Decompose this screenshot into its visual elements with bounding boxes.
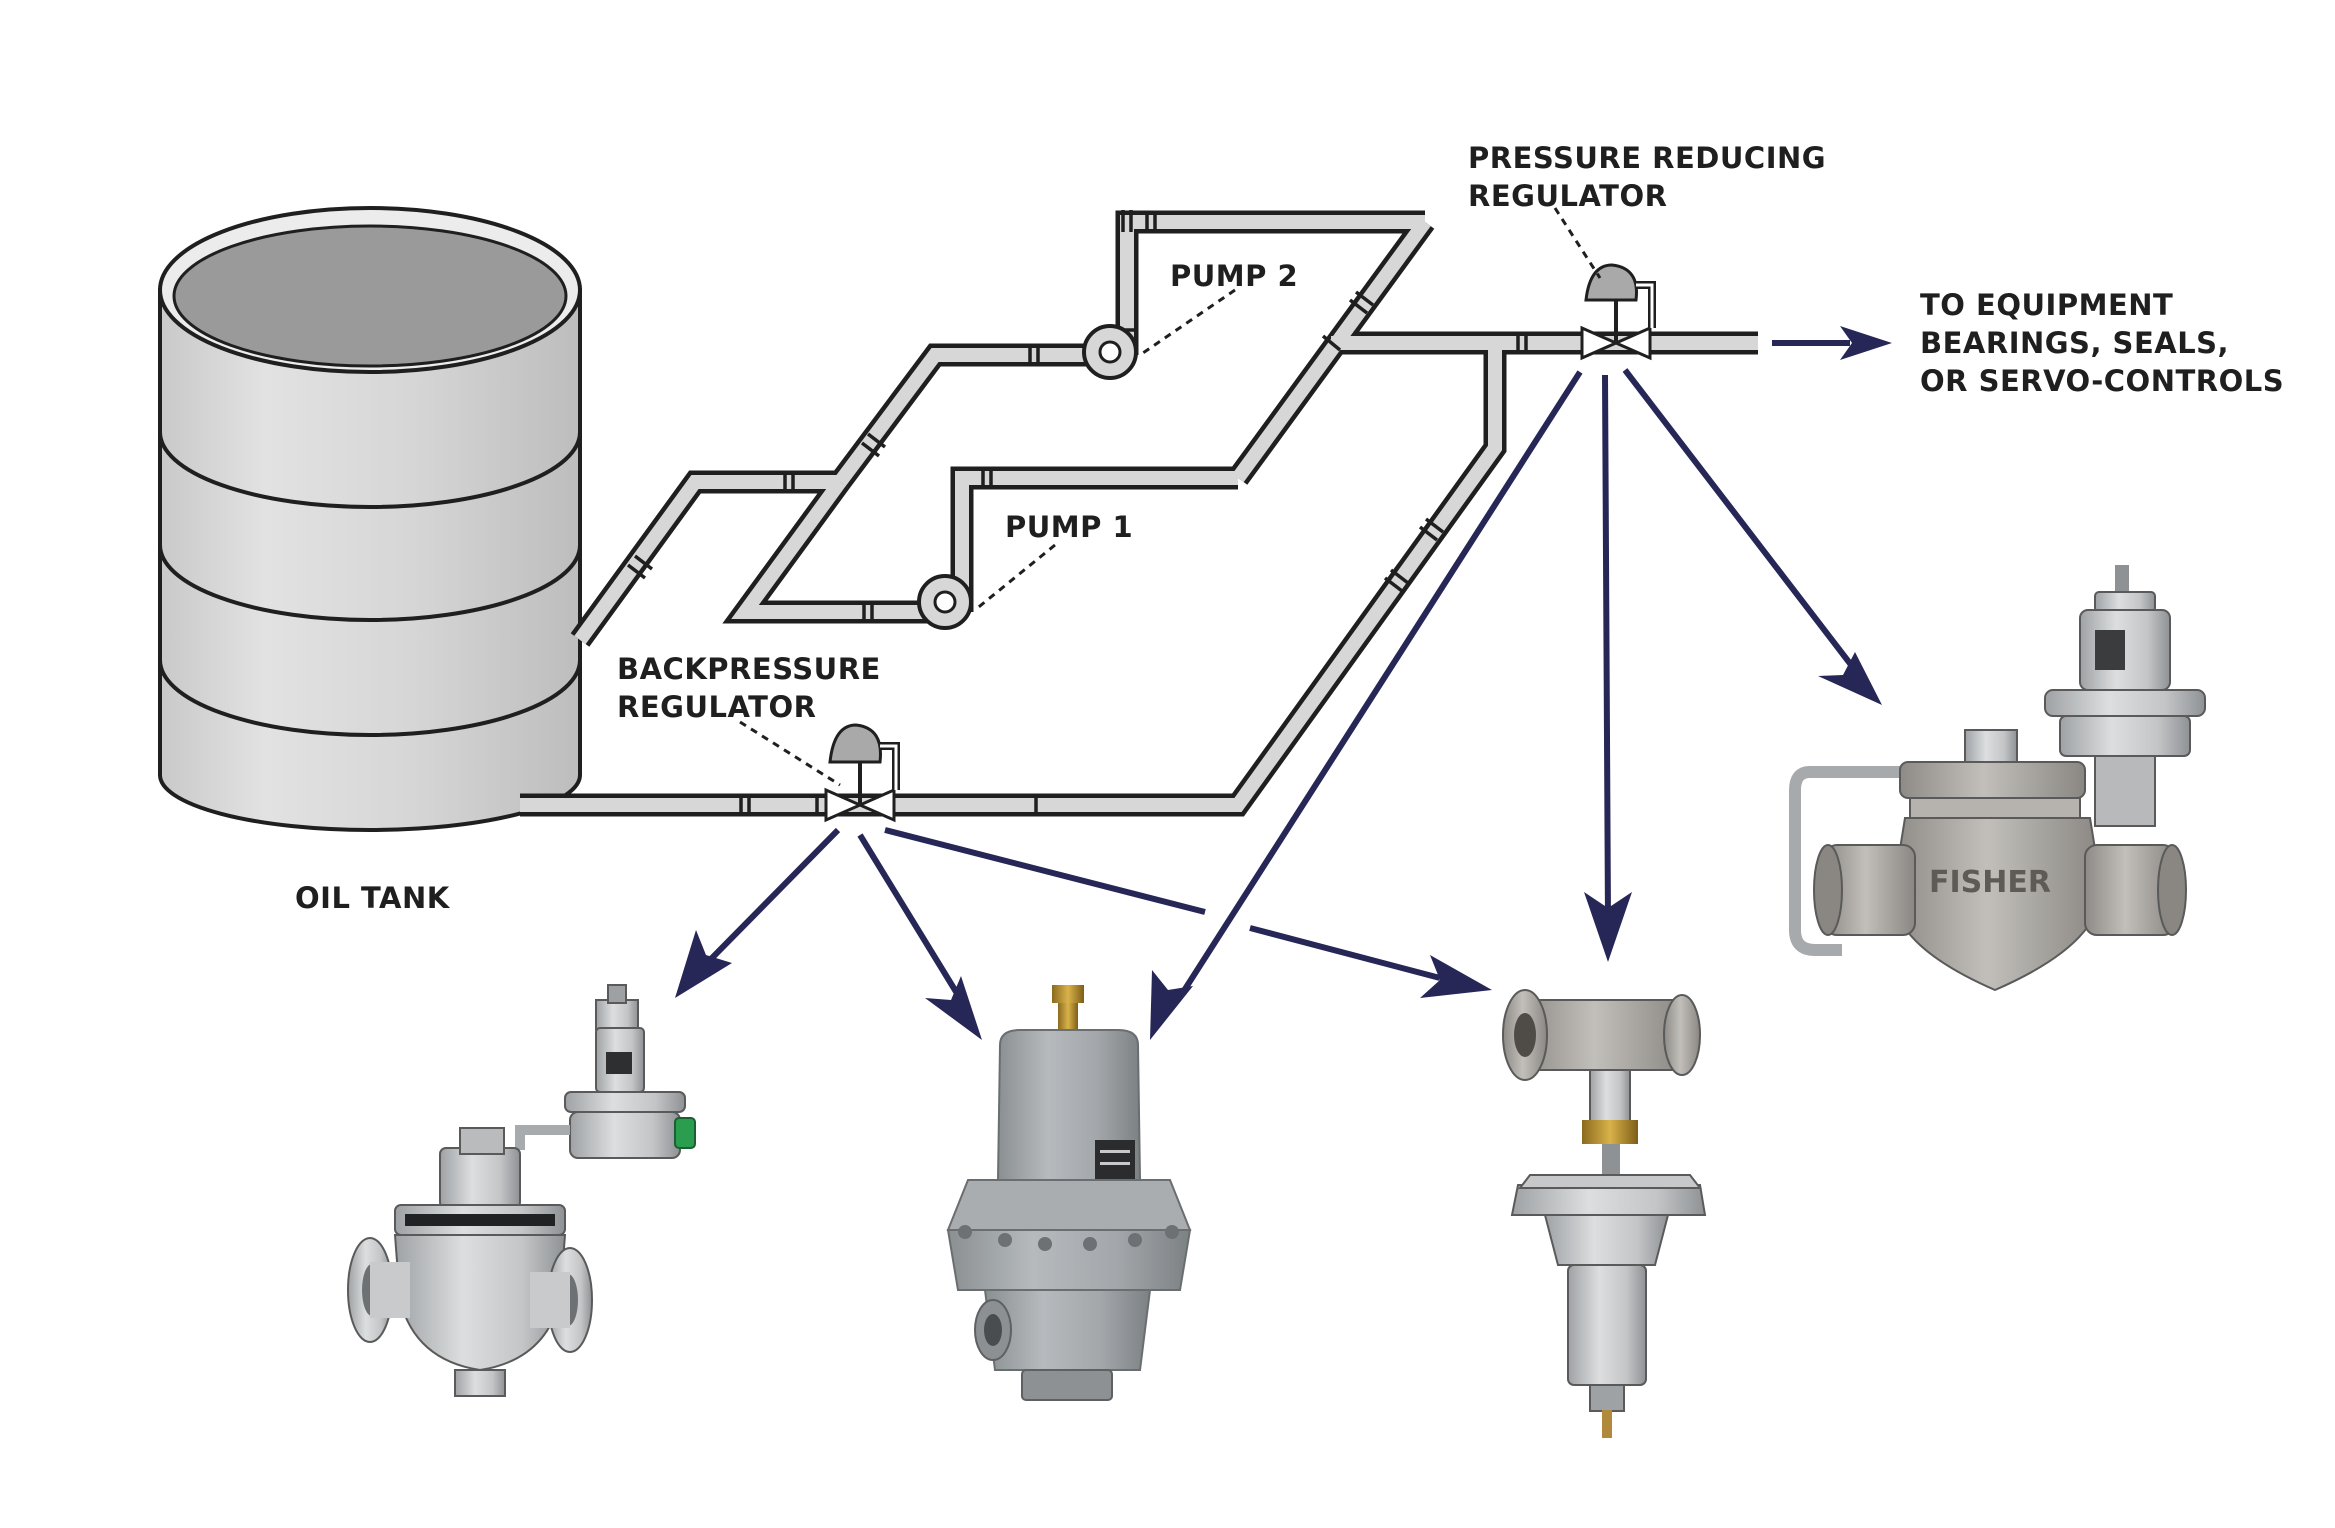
label-pump-1: PUMP 1 <box>1005 510 1133 544</box>
leader-lines <box>739 207 1602 787</box>
label-oil-tank: OIL TANK <box>295 881 451 915</box>
oil-tank <box>158 206 582 832</box>
labels: PRESSURE REDUCING REGULATOR PUMP 2 PUMP … <box>295 141 2284 915</box>
label-to-equipment: TO EQUIPMENT <box>1920 288 2173 322</box>
label-pressure-reducing-regulator: PRESSURE REDUCING <box>1468 141 1826 175</box>
flow-arrows <box>675 326 1892 1040</box>
piping-network <box>520 210 1758 823</box>
pump-2 <box>1082 324 1138 380</box>
backpressure-regulator-symbol <box>824 723 900 823</box>
to-equipment-arrowhead <box>1840 326 1892 360</box>
label-to-equipment-line2: BEARINGS, SEALS, <box>1920 326 2229 360</box>
regulator-photo-gray-diaphragm <box>946 985 1192 1401</box>
label-to-equipment-line3: OR SERVO-CONTROLS <box>1920 364 2284 398</box>
label-backpressure-regulator: BACKPRESSURE <box>617 652 881 686</box>
regulator-photo-stainless-pilot <box>347 984 696 1397</box>
pump-1 <box>917 574 973 630</box>
label-pressure-reducing-regulator-line2: REGULATOR <box>1468 179 1667 213</box>
label-backpressure-regulator-line2: REGULATOR <box>617 690 816 724</box>
pressure-reducing-regulator-symbol <box>1580 263 1656 361</box>
regulator-photo-fisher-pilot: FISHER <box>1789 565 2206 992</box>
fisher-brand-plate: FISHER <box>1929 865 2051 900</box>
label-pump-2: PUMP 2 <box>1170 259 1298 293</box>
regulator-photo-flanged-direct <box>1502 989 1707 1438</box>
